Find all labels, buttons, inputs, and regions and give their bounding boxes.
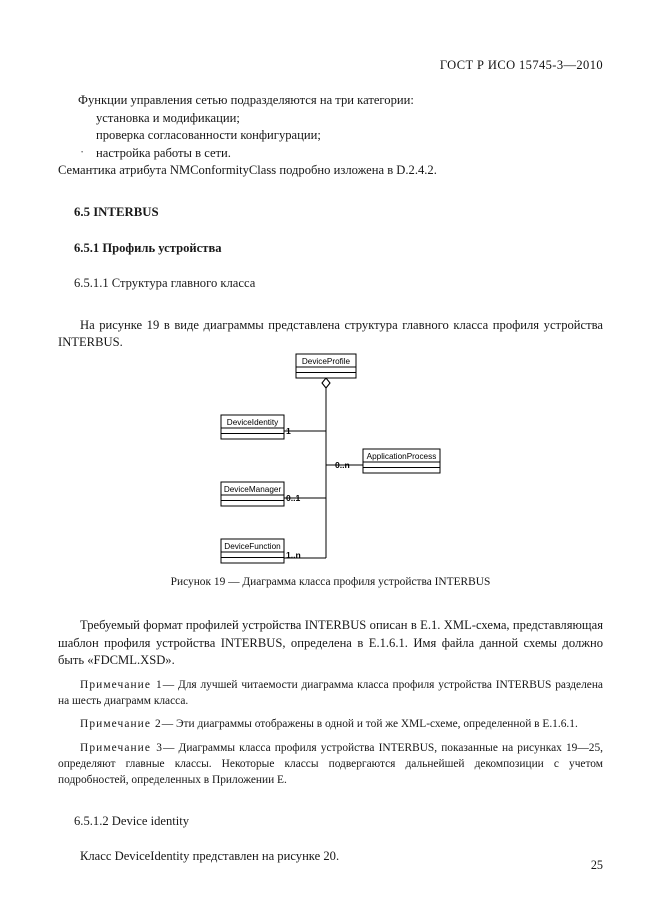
intro-closing: Семантика атрибута NMConformityClass под… — [58, 163, 437, 178]
intro-item-2: проверка согласованности конфигурации; — [96, 128, 321, 143]
heading-6-5-1: 6.5.1 Профиль устройства — [74, 240, 222, 255]
uml-class-device-function: DeviceFunction — [220, 538, 285, 564]
uml-mult-device-identity: 1 — [286, 426, 291, 436]
note-2: Примечание 2— Эти диаграммы отображены в… — [58, 717, 603, 733]
uml-class-name: DeviceProfile — [302, 357, 351, 366]
uml-mult-device-function: 1..n — [286, 550, 301, 560]
paragraph-closing: Класс DeviceIdentity представлен на рису… — [80, 849, 340, 864]
note-2-label: Примечание 2 — [80, 718, 162, 731]
uml-class-diagram: DeviceProfileDeviceIdentityApplicationPr… — [220, 353, 441, 564]
uml-class-application-process: ApplicationProcess — [362, 448, 441, 474]
spacer — [58, 709, 603, 717]
heading-6-5-1-2: 6.5.1.2 Device identity — [74, 813, 190, 828]
uml-class-name: DeviceFunction — [224, 542, 281, 551]
spacer — [58, 733, 603, 741]
spacer — [58, 222, 603, 240]
uml-mult-application-process: 0..n — [335, 460, 350, 470]
text-column-lower: Требуемый формат профилей устройства INT… — [58, 617, 603, 866]
note-1-label: Примечание 1 — [80, 678, 163, 691]
spacer — [58, 293, 603, 317]
uml-class-name: DeviceIdentity — [227, 418, 279, 427]
figure-caption: Рисунок 19 — Диаграмма класса профиля ус… — [170, 576, 491, 588]
uml-class-frame — [220, 414, 285, 440]
heading-6-5: 6.5 INTERBUS — [74, 204, 159, 219]
intro-item-1: установка и модификации; — [96, 110, 240, 125]
uml-class-frame — [220, 538, 285, 564]
uml-class-name: DeviceManager — [224, 485, 282, 494]
paragraph-after-figure: Требуемый формат профилей устройства INT… — [58, 618, 603, 668]
note-3-label: Примечание 3 — [80, 742, 164, 755]
uml-class-frame — [220, 481, 285, 507]
note-1: Примечание 1— Для лучшей читаемости диаг… — [58, 678, 603, 710]
uml-class-name: ApplicationProcess — [367, 452, 437, 461]
spacer — [58, 830, 603, 848]
spacer — [58, 257, 603, 275]
uml-class-frame — [295, 353, 357, 379]
paragraph-before-figure: На рисунке 19 в виде диаграммы представл… — [58, 317, 603, 350]
uml-class-frame — [362, 448, 441, 474]
uml-class-device-profile: DeviceProfile — [295, 353, 357, 379]
note-2-text: — Эти диаграммы отображены в одной и той… — [161, 718, 578, 731]
uml-class-device-manager: DeviceManager — [220, 481, 285, 507]
uml-mult-device-manager: 0..1 — [286, 493, 301, 503]
spacer — [58, 670, 603, 678]
note-3-text: — Диаграммы класса профиля устройства IN… — [58, 742, 603, 786]
intro-lead: Функции управления сетью подразделяются … — [78, 93, 414, 107]
running-head: ГОСТ Р ИСО 15745-3—2010 — [439, 58, 603, 72]
aggregation-diamond-icon — [321, 377, 331, 389]
text-column: Функции управления сетью подразделяются … — [58, 92, 603, 352]
heading-6-5-1-1: 6.5.1.1 Структура главного класса — [74, 276, 256, 291]
spacer — [58, 180, 603, 204]
note-1-text: — Для лучшей читаемости диаграмма класса… — [58, 678, 603, 707]
page-number: 25 — [590, 858, 603, 872]
uml-class-device-identity: DeviceIdentity — [220, 414, 285, 440]
note-3: Примечание 3— Диаграммы класса профиля у… — [58, 741, 603, 788]
spacer — [58, 789, 603, 813]
intro-item-3: настройка работы в сети. — [58, 144, 603, 163]
